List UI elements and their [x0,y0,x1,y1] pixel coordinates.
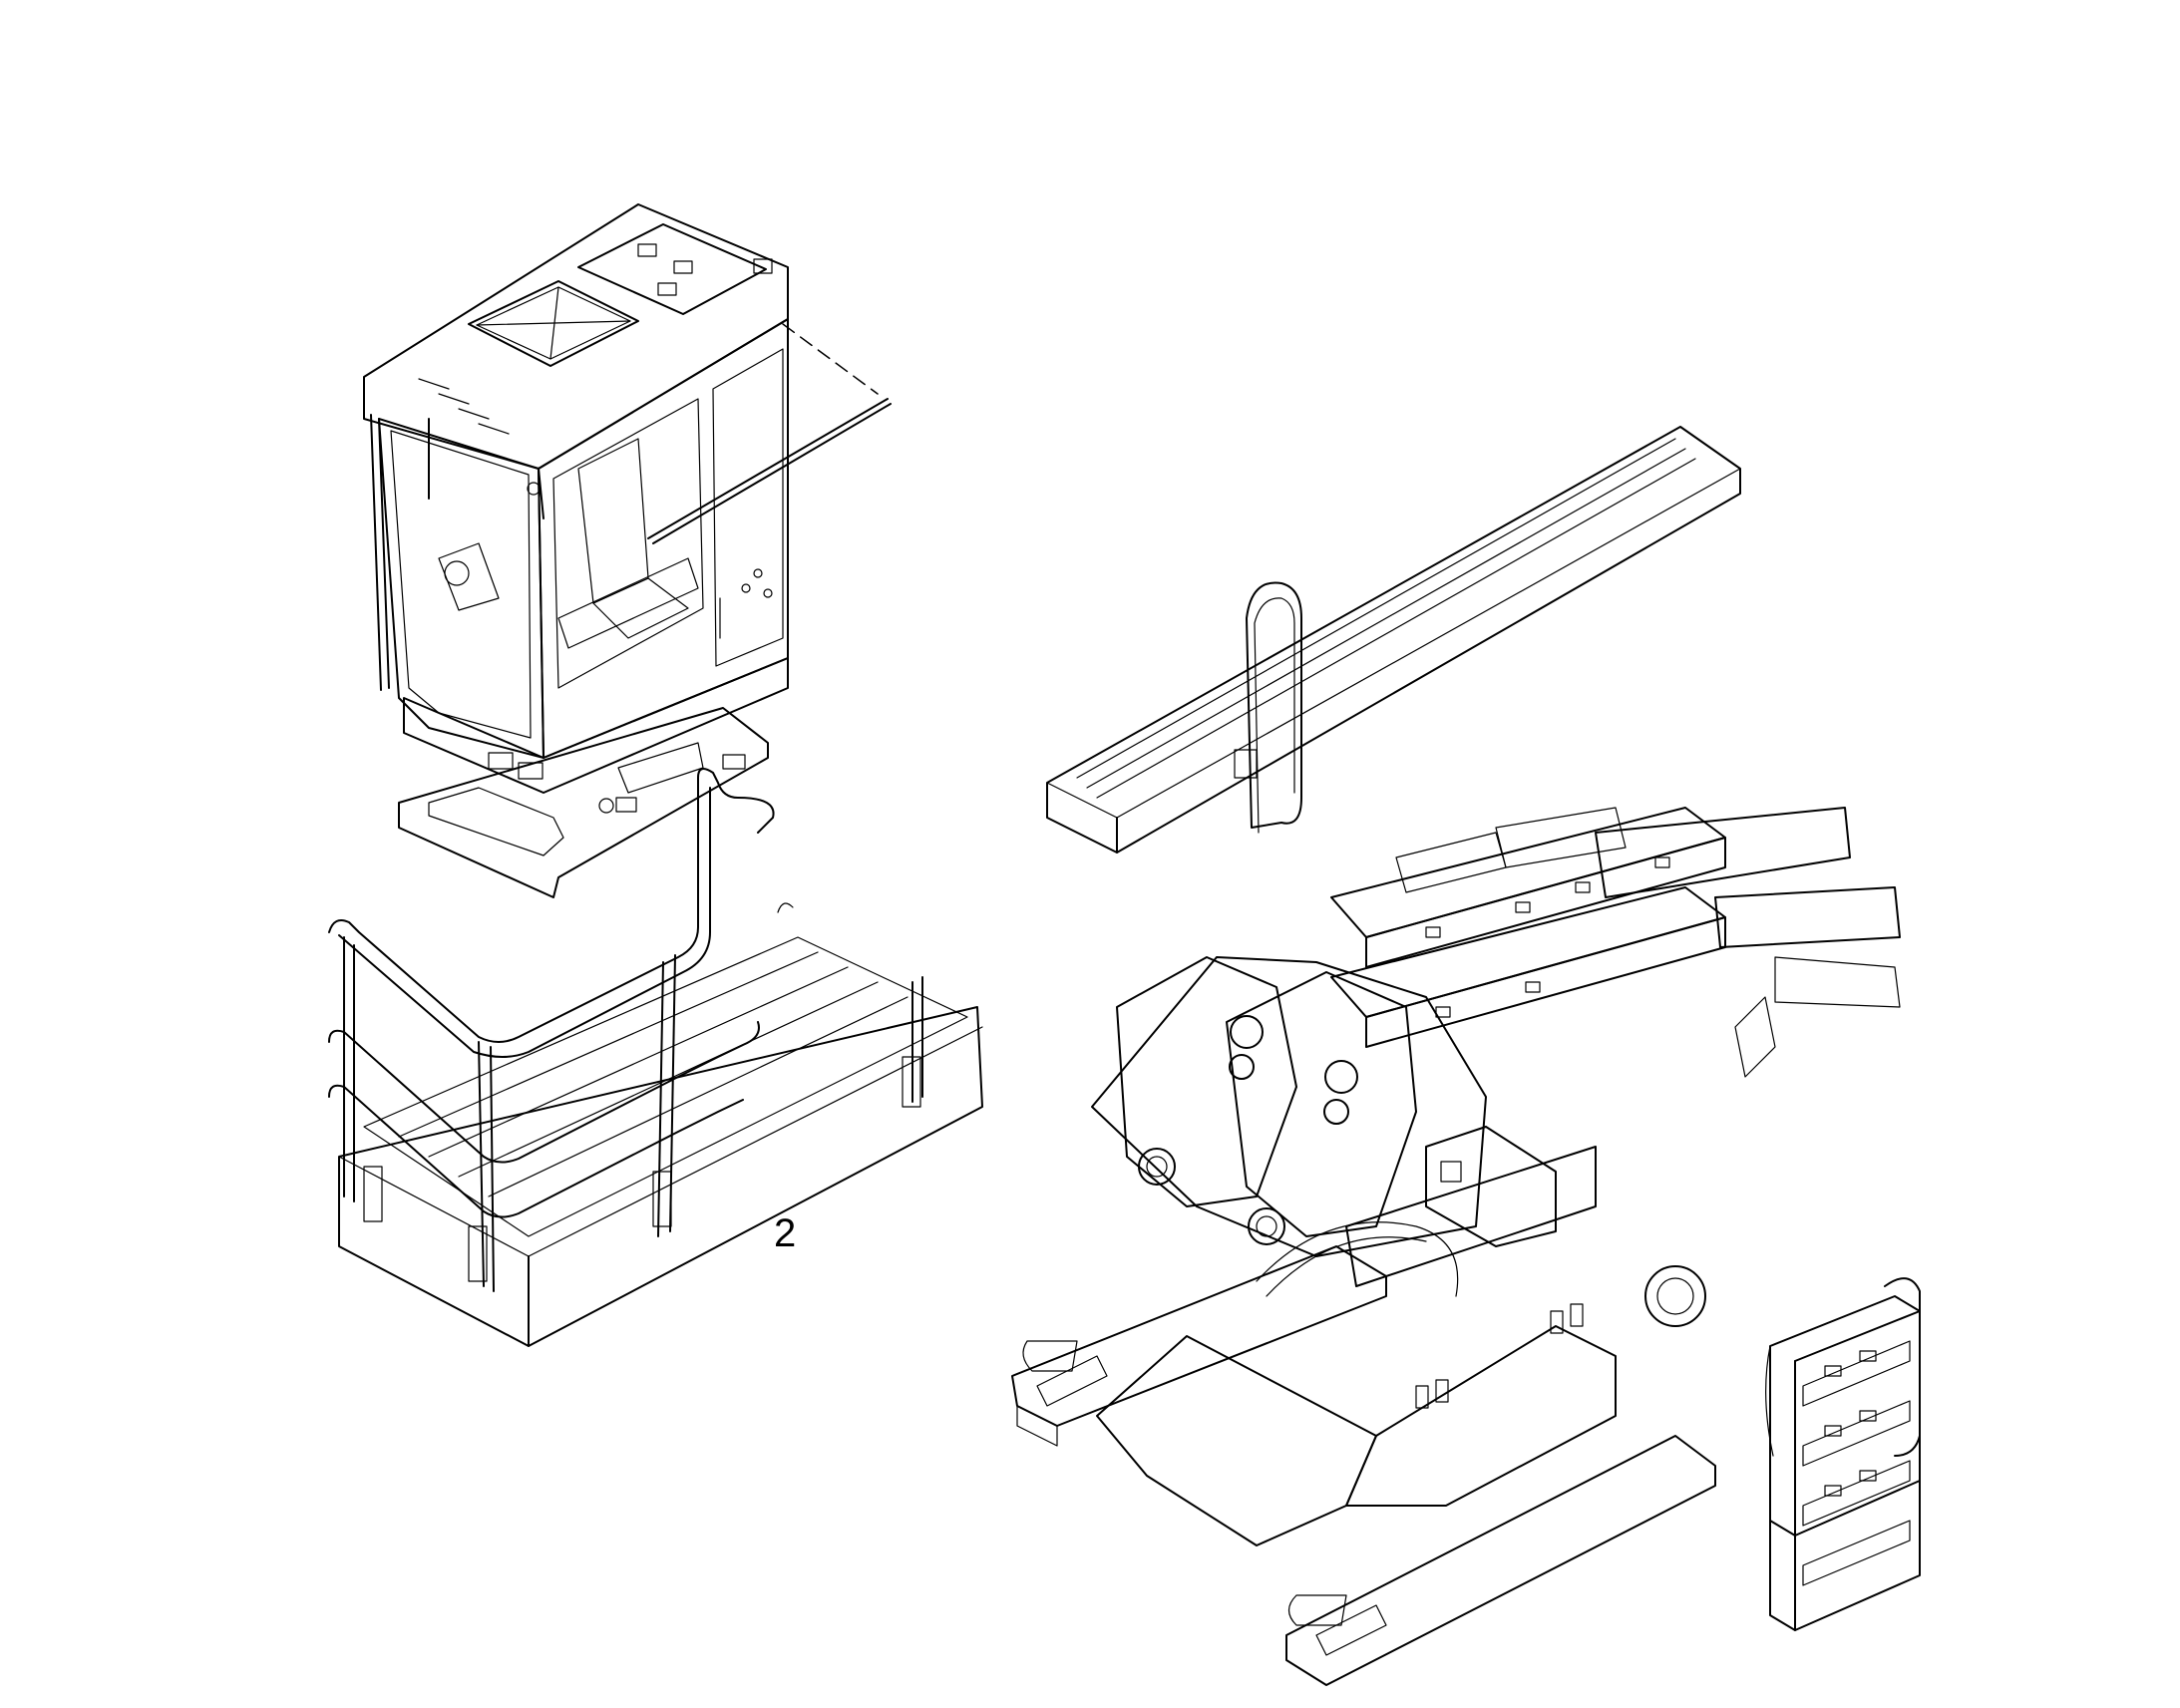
railed-platform [328,768,983,1347]
operator-cab [363,203,892,794]
walkway-step [1046,426,1741,854]
access-ladder [1765,1277,1921,1631]
upper-frame [1011,807,1901,1686]
cab-mounting-plate [398,707,769,898]
callout-2: 2 [774,1211,796,1255]
